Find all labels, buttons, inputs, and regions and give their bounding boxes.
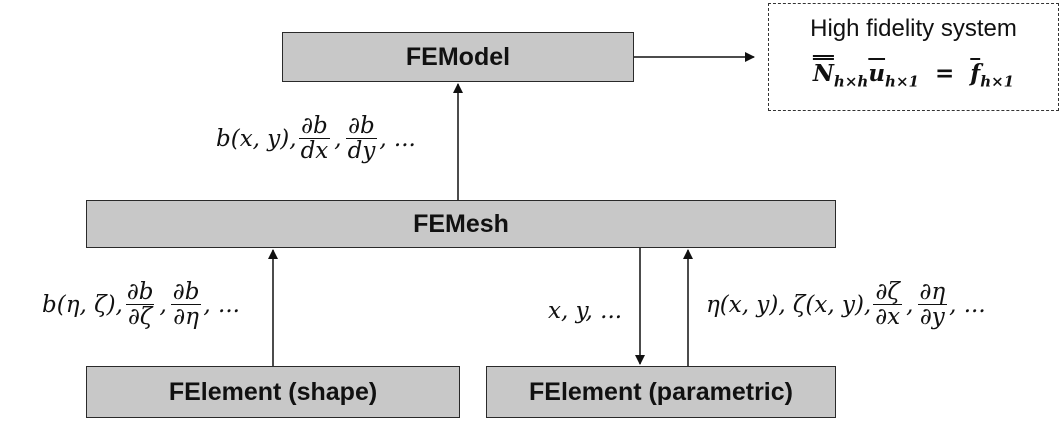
parametric-to-mesh-fraction-1: ∂ζ∂x <box>873 279 903 331</box>
felement-shape-label: FElement (shape) <box>168 377 378 406</box>
label-mesh-to-parametric: x, y, ... <box>548 298 622 324</box>
eq-n-subscript: h×h <box>833 72 869 91</box>
felement-parametric-box: FElement (parametric) <box>486 366 836 418</box>
eq-f-symbol: f <box>970 60 981 87</box>
high-fidelity-system-box: High fidelity system Nh×huh×1 = fh×1 <box>768 3 1059 111</box>
fraction-numerator: ∂b <box>126 279 154 305</box>
eq-f-subscript: h×1 <box>980 72 1015 91</box>
shape-to-mesh-lead: b(η, ζ), <box>42 291 123 318</box>
felement-parametric-label: FElement (parametric) <box>529 377 793 406</box>
mesh-to-parametric-text: x, y, ... <box>548 298 623 324</box>
fraction-numerator: ∂b <box>348 113 375 139</box>
eq-u-symbol: u <box>868 60 886 87</box>
fraction-denominator: ∂ζ <box>125 304 155 331</box>
shape-to-mesh-fraction-2: ∂b∂η <box>171 280 202 329</box>
felement-shape-box: FElement (shape) <box>86 366 460 418</box>
mesh-to-model-tail: , ... <box>379 125 416 152</box>
parametric-to-mesh-lead: η(x, y), ζ(x, y), <box>706 291 872 318</box>
label-shape-to-mesh: b(η, ζ), ∂b∂ζ, ∂b∂η , ... <box>42 279 240 331</box>
high-fidelity-equation: Nh×huh×1 = fh×1 <box>769 60 1058 91</box>
eq-n-symbol: N <box>812 60 834 87</box>
fraction-denominator: ∂y <box>917 304 947 331</box>
femesh-label: FEMesh <box>413 209 509 238</box>
shape-to-mesh-fraction-1: ∂b∂ζ <box>125 280 156 329</box>
fraction-numerator: ∂ζ <box>875 279 900 305</box>
shape-to-mesh-tail: , ... <box>203 291 240 318</box>
fraction-numerator: ∂η <box>919 279 946 305</box>
high-fidelity-title: High fidelity system <box>810 15 1017 42</box>
fraction-numerator: ∂b <box>301 113 328 139</box>
femodel-label: FEModel <box>405 42 511 71</box>
eq-u-subscript: h×1 <box>885 72 919 91</box>
label-parametric-to-mesh: η(x, y), ζ(x, y), ∂ζ∂x, ∂η∂y , ... <box>706 279 986 331</box>
eq-equals: = <box>934 60 955 87</box>
parametric-to-mesh-tail: , ... <box>949 291 986 318</box>
parametric-to-mesh-fraction-2: ∂η∂y <box>917 280 947 329</box>
femesh-box: FEMesh <box>86 200 836 248</box>
femodel-box: FEModel <box>282 32 634 82</box>
fraction-denominator: ∂η <box>171 304 201 331</box>
fraction-denominator: dx <box>298 138 331 165</box>
mesh-to-model-lead: b(x, y), <box>216 125 297 152</box>
fraction-numerator: ∂b <box>172 279 200 305</box>
fraction-denominator: dy <box>345 138 378 165</box>
fraction-denominator: ∂x <box>873 304 903 331</box>
